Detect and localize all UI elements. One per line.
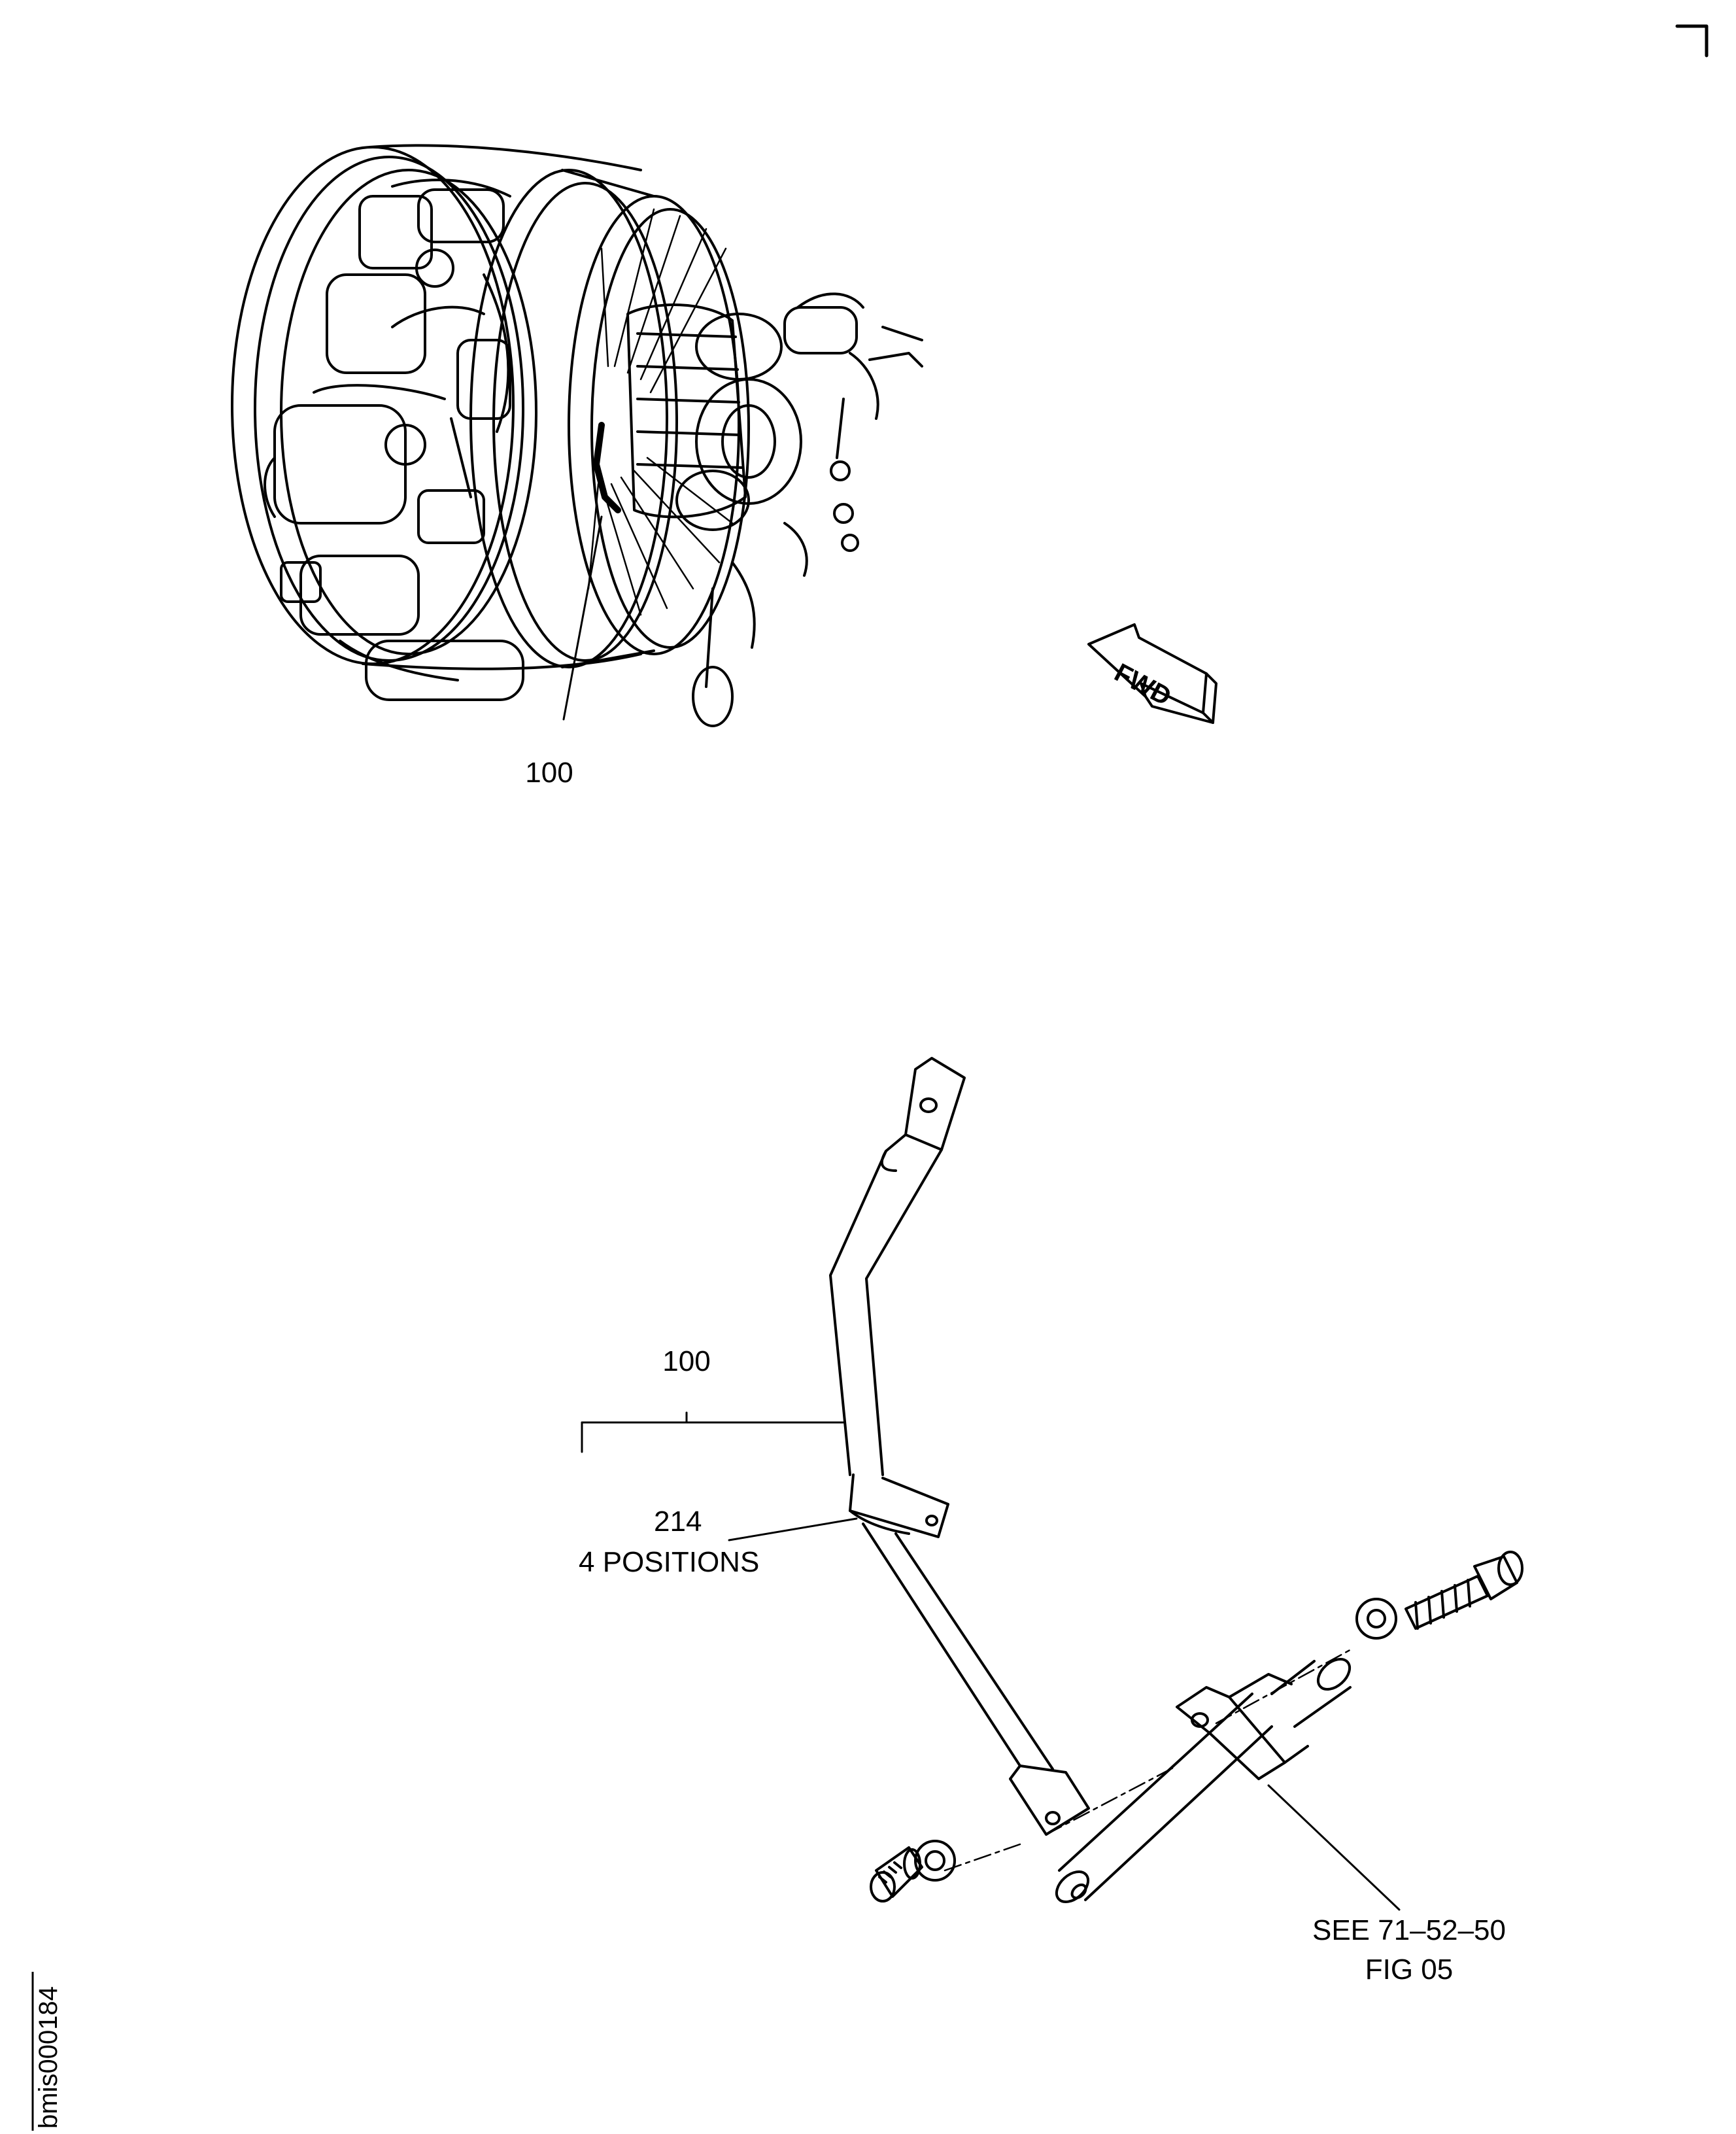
corner-crop-mark: [1675, 24, 1709, 58]
reference-see-label: SEE 71–52–50: [1312, 1914, 1506, 1946]
leader-line-214: [728, 1517, 858, 1541]
assembly-bracket-100: [581, 1411, 845, 1453]
mounting-bracket: [1055, 1657, 1352, 1904]
engine-core-right: [626, 292, 923, 727]
callout-assembly-100: 100: [662, 1345, 711, 1377]
hardware-centerline: [944, 1647, 1355, 1872]
engine-tube-item-100: [593, 422, 621, 513]
figure-id-label: bmis000184: [34, 1986, 63, 2129]
part-detail: [581, 1057, 1523, 1911]
nut-and-washer: [870, 1840, 956, 1902]
engine-fan-case: [231, 144, 750, 670]
leader-line-top-100: [562, 515, 603, 721]
tube-assembly-item-100: [829, 1057, 1090, 1836]
engine-accessories-left: [264, 179, 524, 701]
bolt-and-washer: [1355, 1551, 1523, 1640]
engine-view: [231, 144, 923, 727]
callout-clamp-214: 214: [654, 1506, 702, 1538]
reference-fig-label: FIG 05: [1365, 1953, 1454, 1986]
leader-line-reference: [1267, 1784, 1401, 1911]
fwd-arrow: [1087, 623, 1217, 724]
callout-top-100: 100: [525, 757, 573, 789]
callout-clamp-note: 4 POSITIONS: [579, 1546, 760, 1578]
